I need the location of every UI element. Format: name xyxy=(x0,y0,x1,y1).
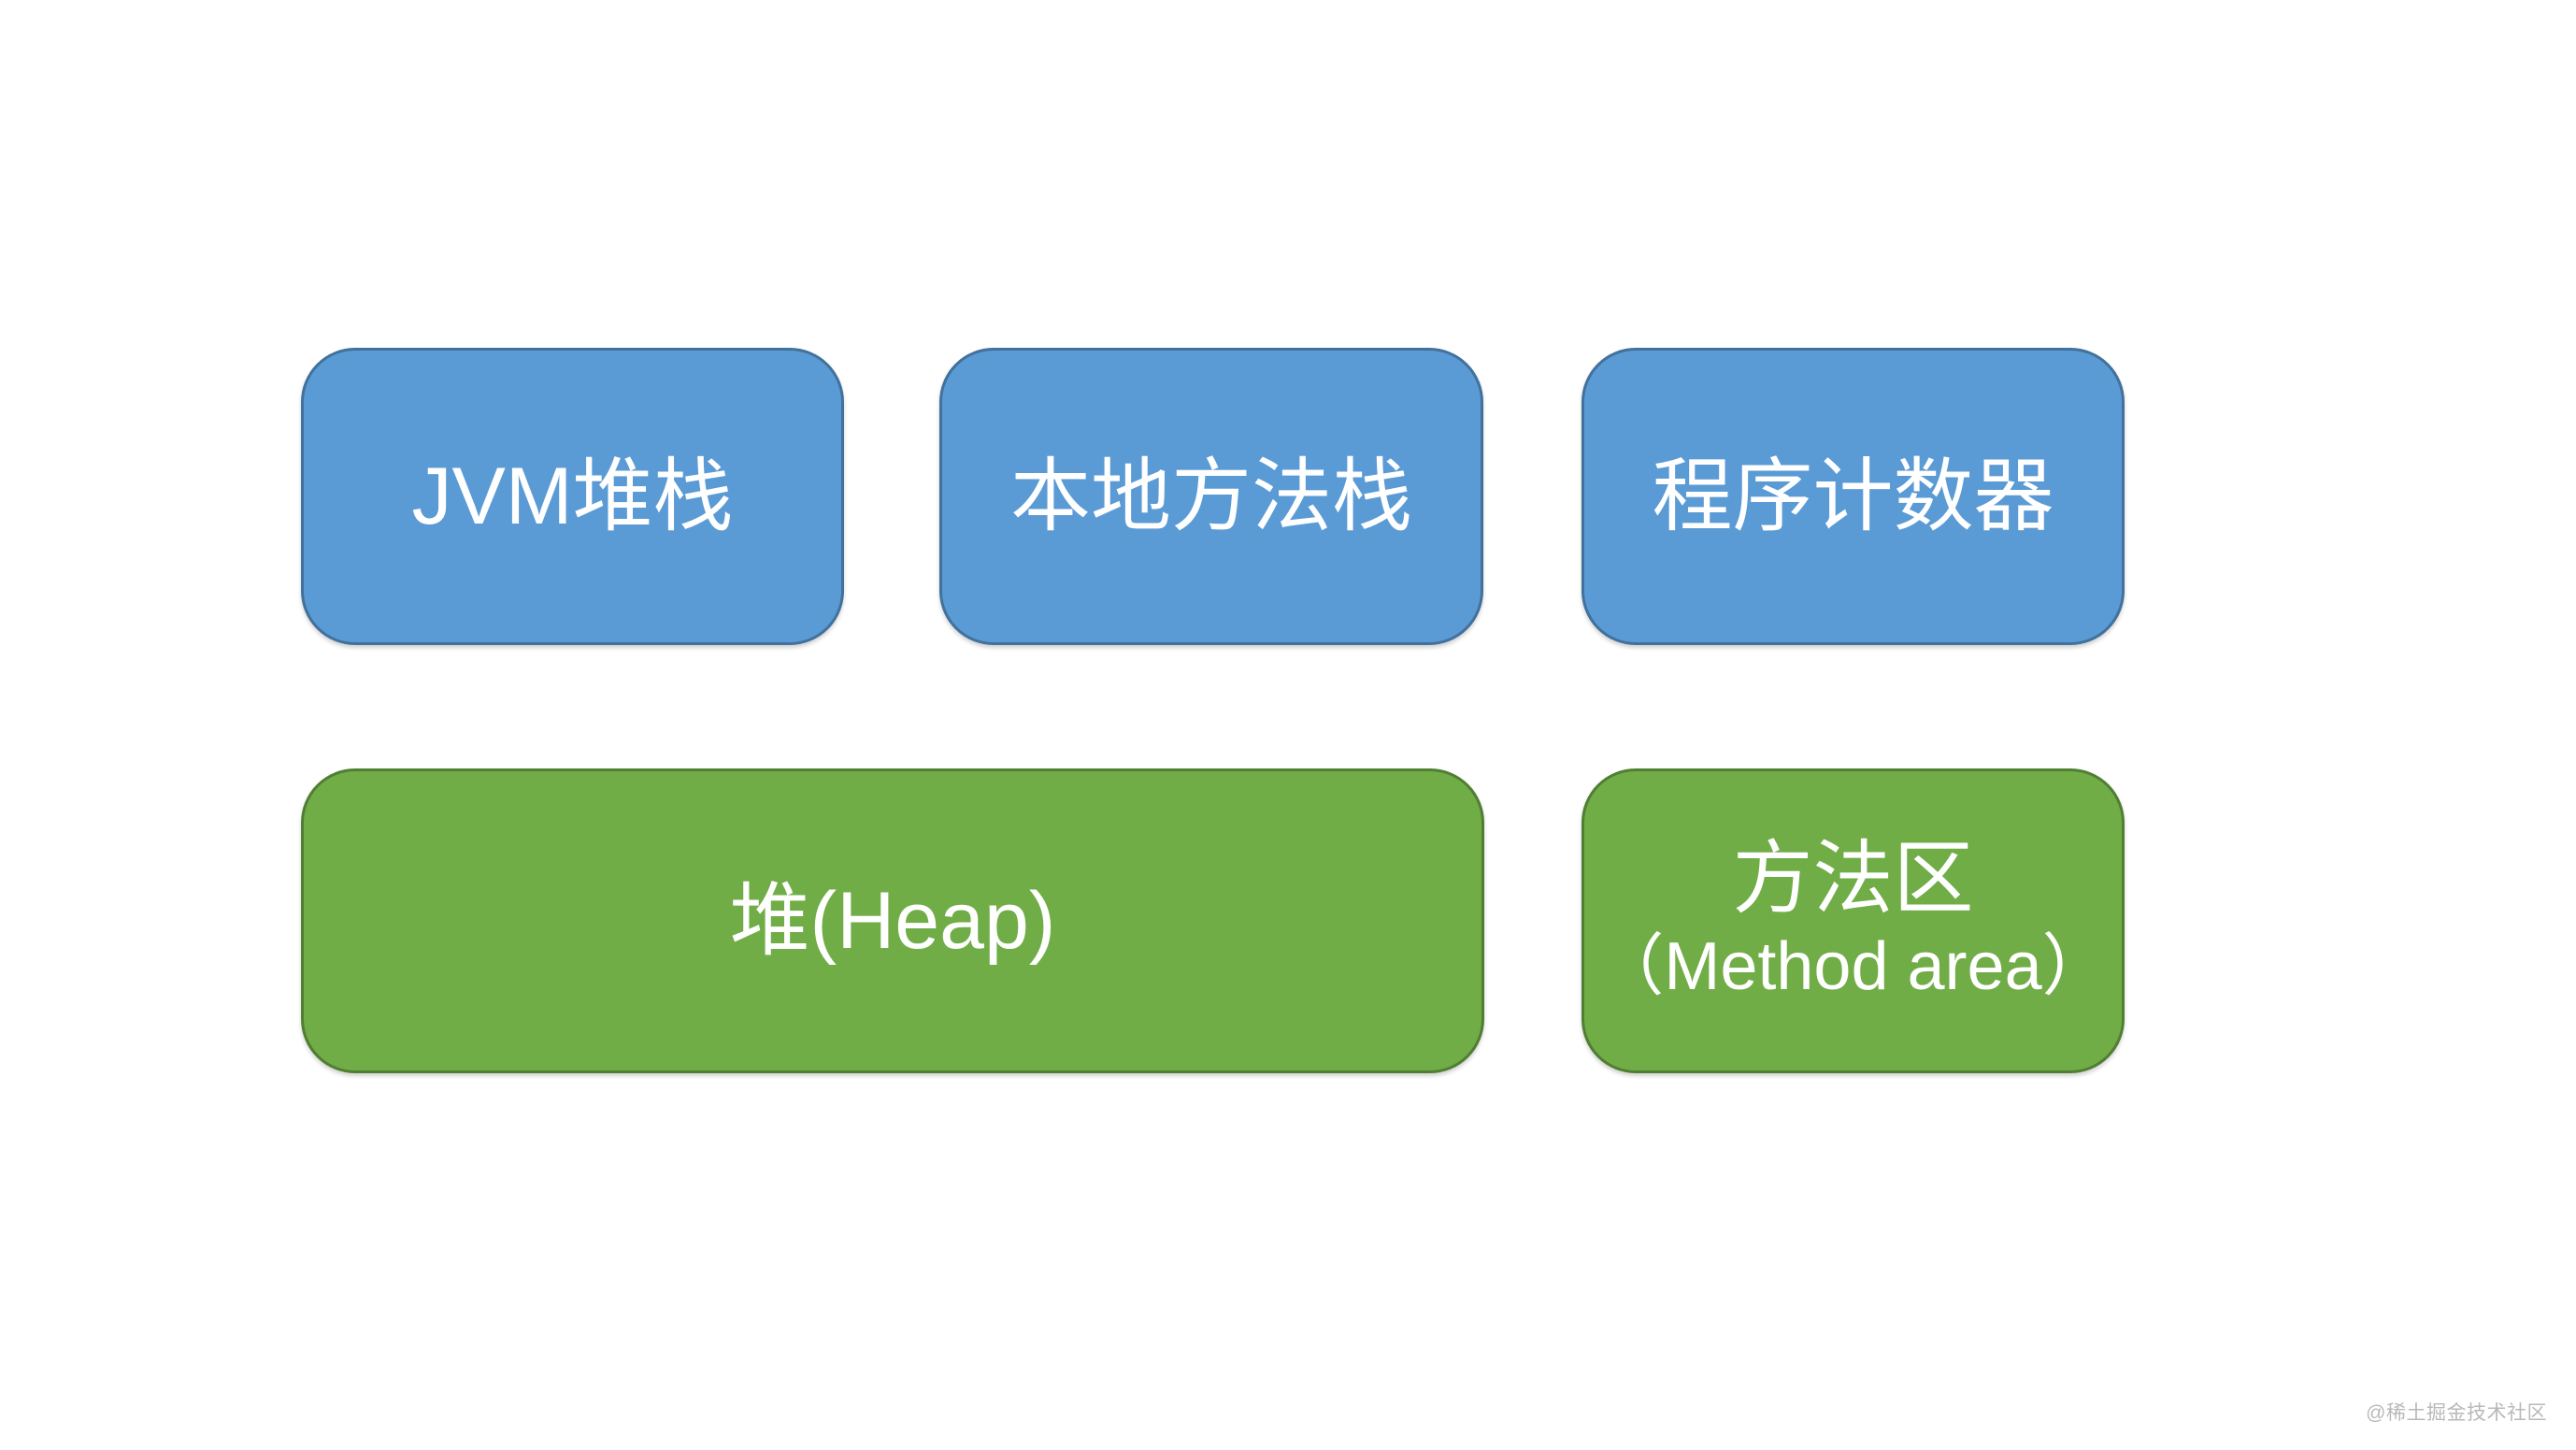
native-method-stack-label: 本地方法栈 xyxy=(1010,451,1412,541)
method-area-box: 方法区 （Method area） xyxy=(1581,768,2125,1073)
native-method-stack-box: 本地方法栈 xyxy=(939,348,1483,645)
heap-box: 堆(Heap) xyxy=(301,768,1484,1073)
method-area-sublabel: （Method area） xyxy=(1596,929,2110,1005)
jvm-stack-box: JVM堆栈 xyxy=(301,348,844,645)
juejin-watermark: @稀土掘金技术社区 xyxy=(2366,1402,2547,1424)
method-area-label: 方法区 xyxy=(1732,833,1974,924)
program-counter-box: 程序计数器 xyxy=(1581,348,2125,645)
program-counter-label: 程序计数器 xyxy=(1652,451,2054,541)
heap-label: 堆(Heap) xyxy=(729,875,1056,966)
jvm-stack-label: JVM堆栈 xyxy=(411,451,734,541)
